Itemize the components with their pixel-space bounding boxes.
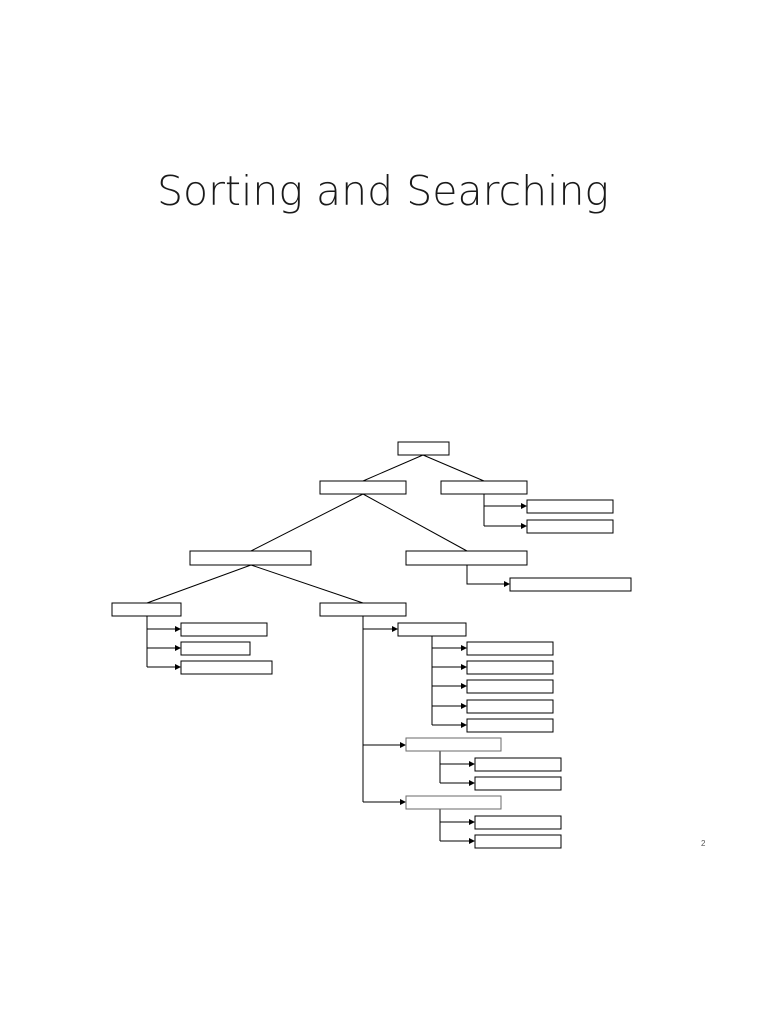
node-subbranch-a [397, 622, 467, 637]
arrowhead [461, 645, 467, 651]
tree-branch-lines [146, 454, 485, 604]
edge-l1-to-l2-right [362, 493, 468, 552]
node-subbranch-a-child-4 [466, 699, 554, 714]
connector-l2-right-list [466, 565, 506, 585]
page-number: 2 [701, 839, 706, 848]
node-subbranch-b-child-2 [474, 776, 562, 791]
node-subbranch-a-child-3 [466, 679, 554, 694]
arrowhead [461, 722, 467, 728]
connector-subbranch-a-list [431, 636, 463, 726]
arrowhead [461, 683, 467, 689]
node-right-child-2 [526, 519, 614, 534]
node-subbranch-c-child-1 [474, 815, 562, 830]
arrowhead [469, 780, 475, 786]
node-subbranch-b-child-1 [474, 757, 562, 772]
arrowhead [175, 664, 181, 670]
node-level3-left [111, 602, 182, 617]
connector-subbranch-c-list [439, 809, 471, 842]
elbow-connectors [146, 494, 527, 844]
arrowhead [504, 581, 510, 587]
edge-l1-to-l2-left [250, 493, 364, 552]
node-level3-right [319, 602, 407, 617]
node-subbranch-c [405, 795, 502, 810]
arrowhead [400, 799, 406, 805]
arrowhead [175, 626, 181, 632]
arrowhead [469, 819, 475, 825]
node-level3-left-child-2 [180, 641, 251, 656]
arrowhead [469, 838, 475, 844]
connector-l3-right-spine [362, 616, 402, 803]
arrowhead [461, 703, 467, 709]
connector-l3-left-list [146, 616, 177, 668]
edge-l2-to-l3-right [250, 564, 364, 604]
connector-right-list [483, 494, 523, 527]
arrowhead [461, 664, 467, 670]
node-subbranch-a-child-2 [466, 660, 554, 675]
node-right-child-1 [526, 499, 614, 514]
slide-title: Sorting and Searching [156, 167, 610, 215]
node-subbranch-b [405, 737, 502, 752]
tree-nodes [111, 441, 632, 849]
node-level3-left-child-1 [180, 622, 268, 637]
arrowhead [521, 523, 527, 529]
node-level1-left [319, 480, 407, 495]
node-subbranch-a-child-5 [466, 718, 554, 733]
node-subbranch-c-child-2 [474, 834, 562, 849]
node-level2-right-child [509, 577, 632, 592]
arrowhead [521, 503, 527, 509]
node-level2-right [405, 550, 528, 566]
edge-root-to-left [362, 454, 424, 482]
edge-l2-to-l3-left [146, 564, 252, 604]
connector-subbranch-b-list [439, 751, 471, 784]
node-level2-left [189, 550, 312, 566]
arrowhead [400, 742, 406, 748]
node-root [397, 441, 450, 456]
arrowhead [175, 645, 181, 651]
arrowhead [392, 626, 398, 632]
arrowhead [469, 761, 475, 767]
node-subbranch-a-child-1 [466, 641, 554, 656]
edge-root-to-right [422, 454, 485, 482]
node-level3-left-child-3 [180, 660, 273, 675]
node-level1-right [440, 480, 528, 495]
